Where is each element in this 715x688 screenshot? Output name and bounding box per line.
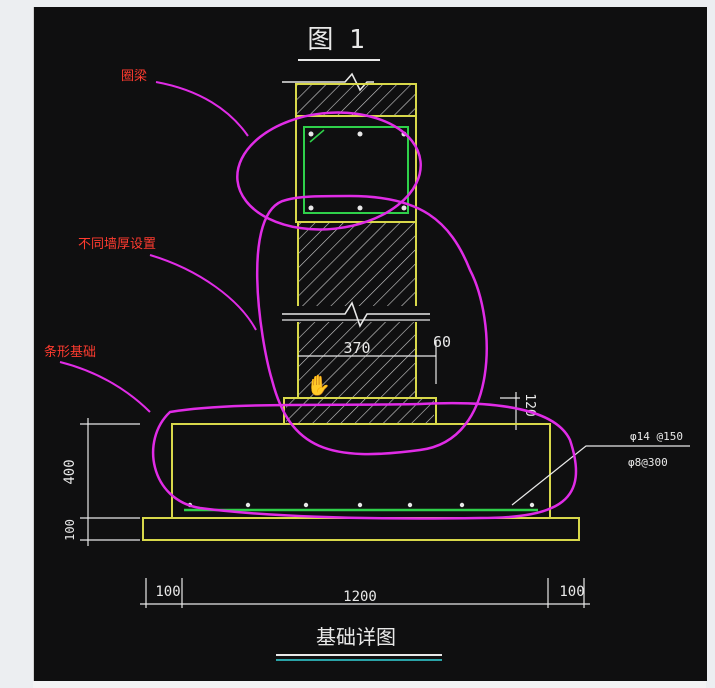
rebar-dot	[401, 205, 407, 211]
rebar-dot	[357, 205, 363, 211]
rebar-dot	[308, 131, 314, 137]
base-bedding	[142, 517, 580, 541]
mid-break-line	[282, 301, 430, 328]
rebar-dot	[303, 502, 309, 508]
footing-pointer	[59, 361, 151, 413]
top-title: 图 1	[307, 25, 364, 55]
rebar-dot	[308, 205, 314, 211]
rebar-bottom-label: φ8@300	[628, 456, 668, 469]
rebar-dot	[529, 502, 535, 508]
wall-highlight	[255, 194, 488, 456]
ring-beam-stirrup	[303, 126, 409, 214]
rebar-dot	[459, 502, 465, 508]
wall-pointer	[149, 254, 257, 331]
dim-base-height: 100	[63, 519, 77, 541]
bottom-title: 基础详图	[316, 625, 396, 649]
ring-beam-pointer	[155, 81, 249, 137]
upper-wall	[295, 83, 417, 117]
wall-step-hatch	[286, 399, 434, 423]
dim-right-offset: 100	[559, 584, 584, 600]
dim-left-offset: 100	[155, 584, 180, 600]
top-margin	[33, 0, 715, 7]
dim-footing-width: 1200	[343, 589, 377, 605]
stirrup-hook	[309, 129, 325, 143]
annotation-ring-beam: 圈梁	[121, 69, 147, 84]
rebar-dot	[407, 502, 413, 508]
top-break-line	[282, 72, 374, 92]
ring-beam-highlight	[236, 111, 422, 231]
dim-step-width: 60	[433, 333, 451, 351]
rebar-dot	[357, 131, 363, 137]
rebar-dot	[245, 502, 251, 508]
left-margin	[0, 0, 33, 688]
right-margin	[706, 0, 715, 688]
rebar-top-label: φ14 @150	[630, 430, 683, 443]
rebar-dot	[357, 502, 363, 508]
footing-highlight	[151, 401, 578, 520]
dim-footing-height: 400	[62, 459, 78, 484]
break-gap	[292, 306, 422, 322]
annotation-wall-thickness: 不同墙厚设置	[78, 237, 156, 252]
rebar-leader	[511, 445, 690, 506]
dim-wall-thickness: 370	[343, 339, 370, 357]
hand-cursor-icon: ✋	[306, 373, 331, 397]
annotation-strip-foundation: 条形基础	[44, 344, 96, 360]
